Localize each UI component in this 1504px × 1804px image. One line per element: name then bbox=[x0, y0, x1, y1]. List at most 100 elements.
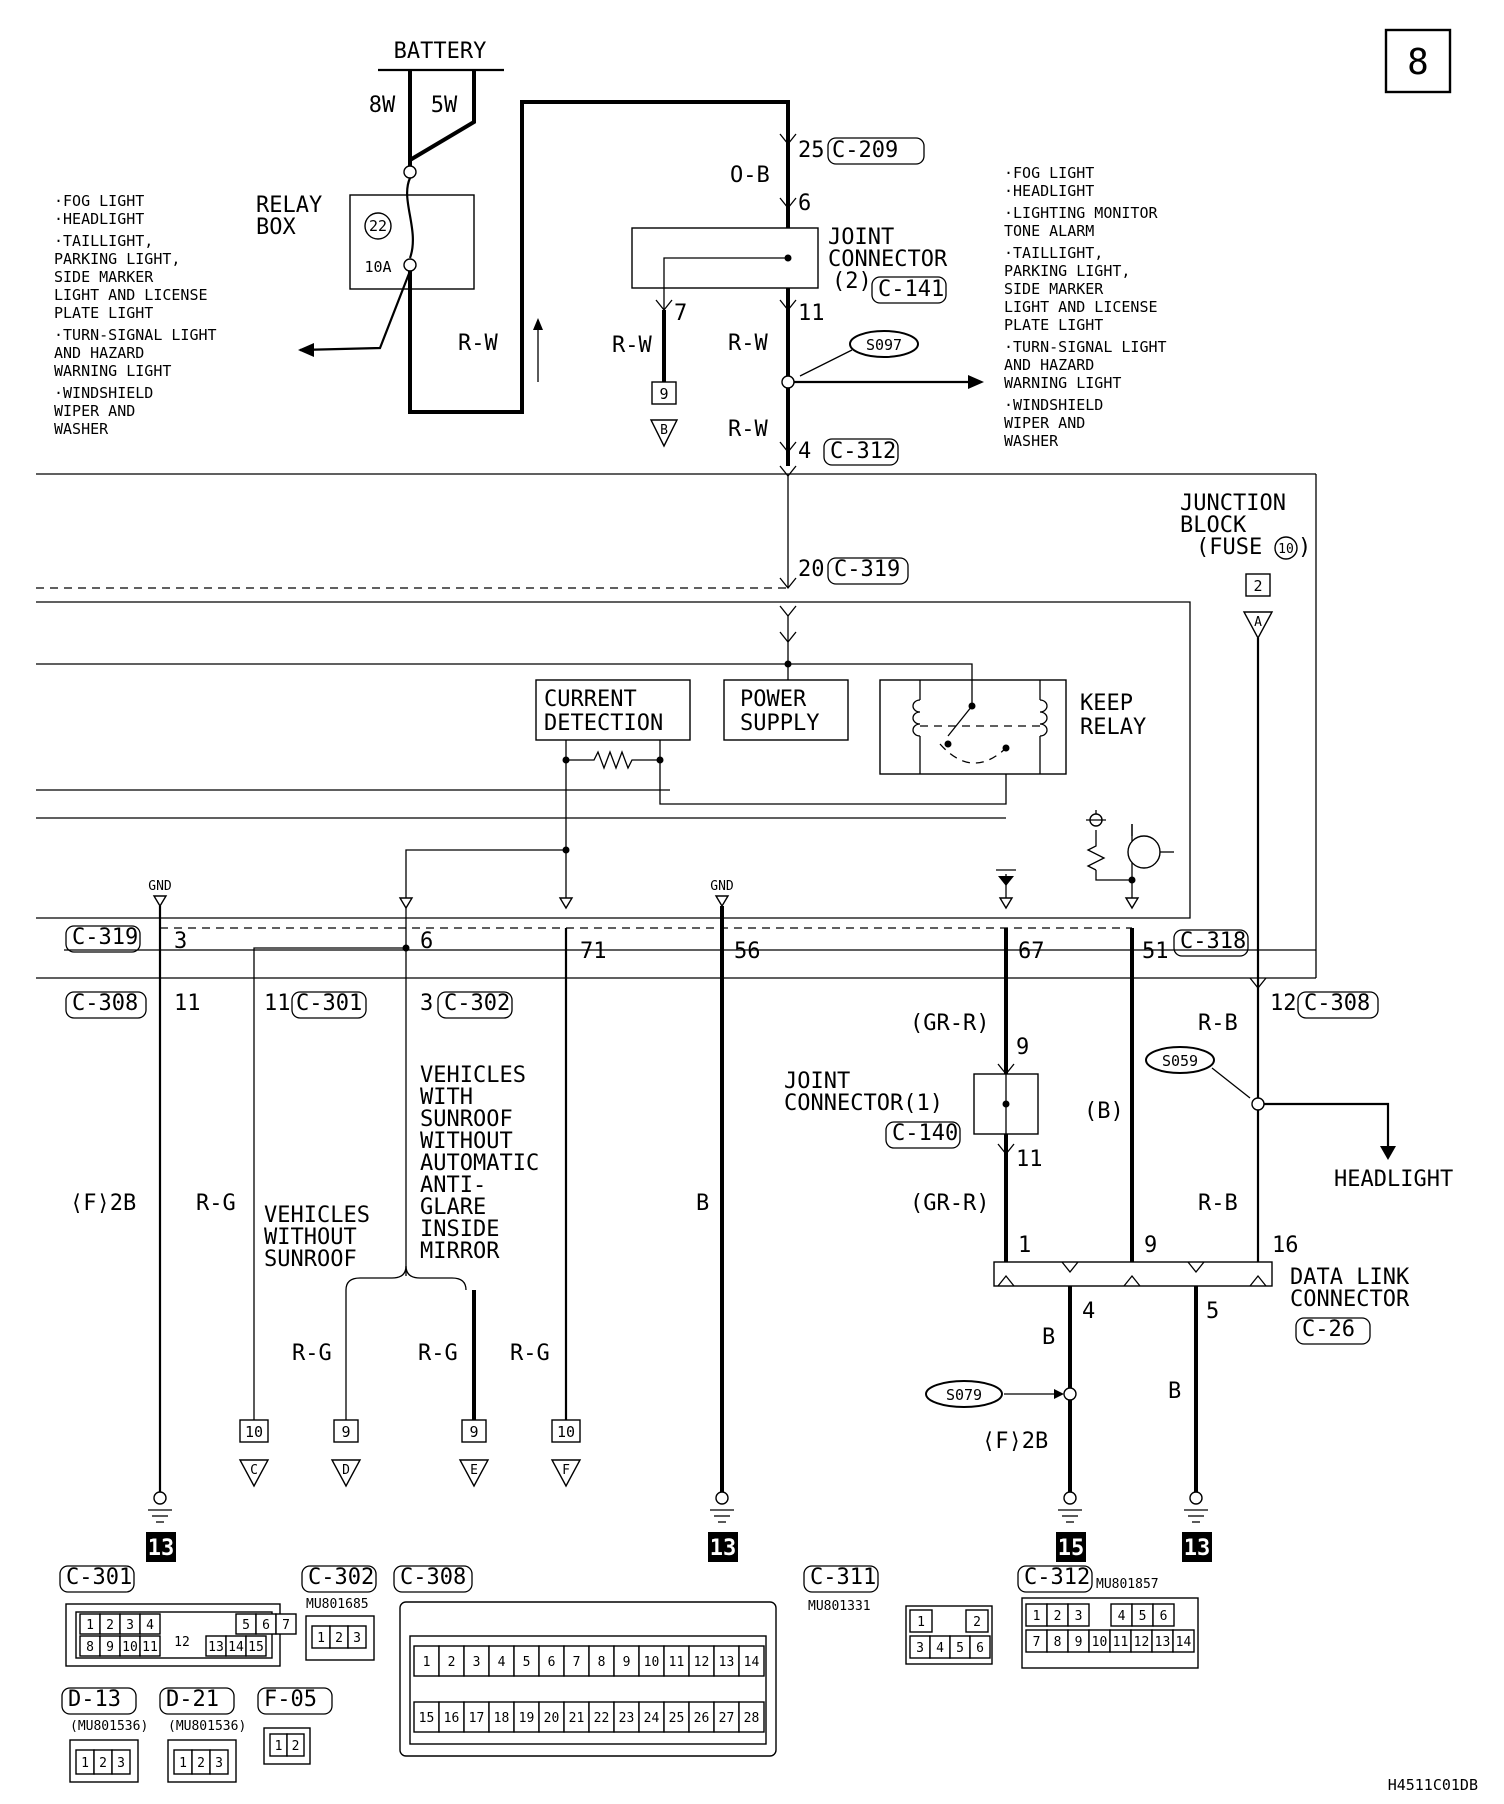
splice-s079 bbox=[925, 1380, 1003, 1408]
ground-13-right: 13 bbox=[1182, 1491, 1212, 1562]
connector-pin-cell bbox=[538, 1701, 565, 1733]
connector-pin-label: 6 bbox=[1160, 1609, 1168, 1624]
svg-text:D: D bbox=[342, 1463, 350, 1478]
wire-label-b-paren: (B) bbox=[1084, 1099, 1124, 1124]
connector-pin-cell bbox=[488, 1701, 515, 1733]
svg-text:PLATE LIGHT: PLATE LIGHT bbox=[1004, 316, 1103, 334]
svg-text:·FOG LIGHT: ·FOG LIGHT bbox=[1004, 164, 1094, 182]
connector-pin-label: 6 bbox=[262, 1618, 270, 1633]
pin-12-c308: 12 bbox=[1270, 991, 1297, 1016]
doc-code: H4511C01DB bbox=[1388, 1776, 1478, 1794]
connector-pin-label: 1 bbox=[1033, 1609, 1041, 1624]
connector-pin-label: 11 bbox=[669, 1655, 685, 1670]
svg-text:SIDE MARKER: SIDE MARKER bbox=[54, 268, 154, 286]
svg-text:MIRROR: MIRROR bbox=[420, 1239, 500, 1264]
svg-text:LIGHT AND LICENSE: LIGHT AND LICENSE bbox=[1004, 298, 1158, 316]
connector-pin-cell bbox=[613, 1645, 640, 1677]
data-link-connector bbox=[993, 1261, 1273, 1287]
splice-s079-point bbox=[1063, 1387, 1077, 1401]
connector-pin-label: 2 bbox=[197, 1756, 205, 1771]
svg-text:D-13: D-13 bbox=[68, 1687, 121, 1712]
joint2-label-2: CONNECTOR bbox=[828, 247, 948, 272]
svg-text:LIGHT AND LICENSE: LIGHT AND LICENSE bbox=[54, 286, 208, 304]
connector-pin-label: 28 bbox=[744, 1711, 760, 1726]
svg-text:·HEADLIGHT: ·HEADLIGHT bbox=[54, 210, 144, 228]
connector-pin-label: 3 bbox=[473, 1655, 481, 1670]
wire-label-rb-2: R-B bbox=[1198, 1191, 1238, 1216]
connector-pin-cell bbox=[245, 1635, 267, 1657]
wire-label-grr-1: (GR-R) bbox=[910, 1011, 989, 1036]
connector-pin-cell bbox=[638, 1645, 665, 1677]
ref-f: 10 F bbox=[550, 1419, 582, 1488]
connector-pin-label: 4 bbox=[146, 1618, 154, 1633]
pin-9-dlc: 9 bbox=[1144, 1233, 1157, 1258]
svg-text:·FOG LIGHT: ·FOG LIGHT bbox=[54, 192, 144, 210]
svg-text:JUNCTION: JUNCTION bbox=[1180, 491, 1286, 516]
power-supply-block bbox=[723, 679, 849, 741]
headlight-label: HEADLIGHT bbox=[1334, 1167, 1453, 1192]
relay-coil-right bbox=[1039, 699, 1048, 737]
connector-pin-cell bbox=[538, 1645, 565, 1677]
junction-pin: 2 bbox=[1253, 577, 1262, 595]
svg-text:F-05: F-05 bbox=[264, 1687, 317, 1712]
connector-pin-cell bbox=[713, 1701, 740, 1733]
svg-text:B: B bbox=[660, 423, 668, 438]
svg-text:C-312: C-312 bbox=[1024, 1565, 1090, 1590]
svg-text:VEHICLES: VEHICLES bbox=[264, 1203, 370, 1228]
wire-label-ob: O-B bbox=[730, 163, 770, 188]
svg-text:WARNING LIGHT: WARNING LIGHT bbox=[54, 362, 171, 380]
splice-s059-point bbox=[1251, 1097, 1265, 1111]
connector-pin-label: 3 bbox=[117, 1756, 125, 1771]
junction-pin-box bbox=[1245, 573, 1271, 597]
ref-c: 10 C bbox=[238, 1419, 270, 1488]
connector-pin-label: 4 bbox=[936, 1641, 944, 1656]
wire-label-f2b-left: ⟨F⟩2B bbox=[70, 1191, 136, 1216]
connector-pin-label: 15 bbox=[248, 1640, 264, 1655]
connector-pin-cell bbox=[588, 1701, 615, 1733]
svg-text:): ) bbox=[1298, 535, 1311, 560]
pin-7: 7 bbox=[674, 301, 687, 326]
ground-15: 15 bbox=[1056, 1491, 1086, 1562]
conn-c308-left: C-308 bbox=[72, 991, 138, 1016]
page-number: 8 bbox=[1407, 42, 1429, 83]
connector-pin-label: 5 bbox=[523, 1655, 531, 1670]
svg-text:C-311: C-311 bbox=[810, 1565, 876, 1590]
svg-text:(MU801536): (MU801536) bbox=[168, 1719, 246, 1734]
connector-pin-label: 26 bbox=[694, 1711, 710, 1726]
junction-flag-label: A bbox=[1254, 615, 1262, 630]
connector-pin-label: 1 bbox=[423, 1655, 431, 1670]
svg-text:S097: S097 bbox=[866, 336, 902, 354]
connector-pin-label: 6 bbox=[548, 1655, 556, 1670]
connector-pin-label: 1 bbox=[179, 1756, 187, 1771]
dlc-terminals bbox=[997, 1261, 1267, 1287]
pin-16-dlc: 16 bbox=[1272, 1233, 1299, 1258]
svg-text:CONNECTOR: CONNECTOR bbox=[1290, 1287, 1410, 1312]
svg-text:KEEP: KEEP bbox=[1080, 691, 1133, 716]
relay-box-label-1: RELAY bbox=[256, 193, 322, 218]
fuse-element bbox=[406, 177, 414, 259]
connector-pin-cell bbox=[563, 1701, 590, 1733]
svg-text:D-21: D-21 bbox=[166, 1687, 219, 1712]
connector-pin-cell bbox=[413, 1645, 440, 1677]
svg-text:13: 13 bbox=[1184, 1536, 1211, 1561]
conn-c308-right: C-308 bbox=[1304, 991, 1370, 1016]
svg-text:15: 15 bbox=[1058, 1536, 1085, 1561]
svg-text:SUNROOF: SUNROOF bbox=[420, 1107, 513, 1132]
svg-text:·TURN-SIGNAL LIGHT: ·TURN-SIGNAL LIGHT bbox=[1004, 338, 1167, 356]
gnd-label-2: GND bbox=[710, 879, 734, 894]
wire-to-left-loads bbox=[299, 270, 412, 352]
svg-text:(MU801536): (MU801536) bbox=[70, 1719, 148, 1734]
pin-4-c312: 4 bbox=[798, 439, 811, 464]
connector-pin-cell bbox=[463, 1701, 490, 1733]
connector-pin-label: 1 bbox=[81, 1756, 89, 1771]
svg-text:·LIGHTING MONITOR: ·LIGHTING MONITOR bbox=[1004, 204, 1158, 222]
connector-pin-label: 3 bbox=[916, 1641, 924, 1656]
conn-c319-top: C-319 bbox=[834, 557, 900, 582]
connector-pin-label: 8 bbox=[1054, 1635, 1062, 1650]
connector-pin-label: 16 bbox=[444, 1711, 460, 1726]
pin-11-joint1: 11 bbox=[1016, 1147, 1043, 1172]
wire-5w bbox=[408, 70, 476, 162]
pin-20: 20 bbox=[798, 557, 825, 582]
